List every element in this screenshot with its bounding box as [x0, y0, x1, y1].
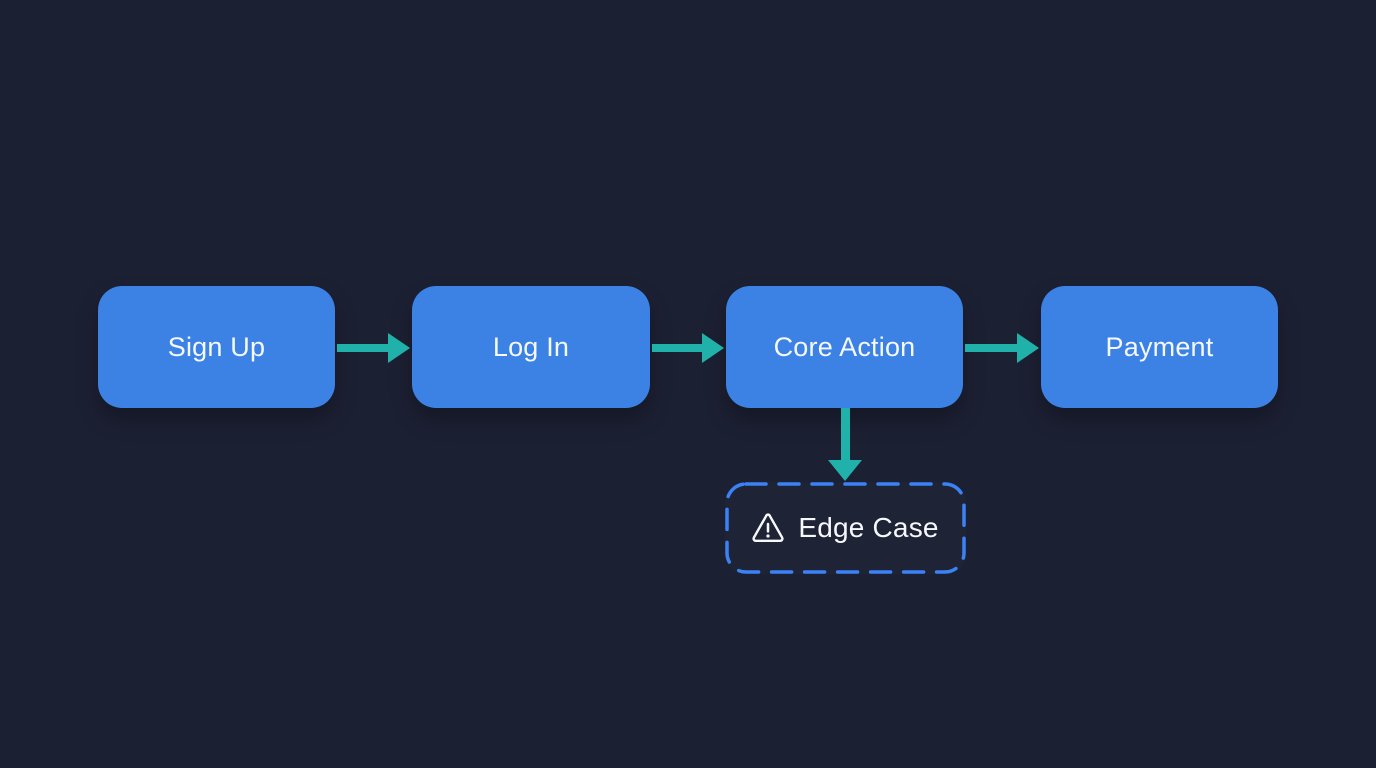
- arrow-shaft: [840, 408, 850, 460]
- arrow-head-icon: [388, 333, 410, 363]
- node-sign-up-label: Sign Up: [167, 331, 266, 362]
- node-payment-label: Payment: [1105, 331, 1214, 362]
- arrow-head-icon: [828, 460, 862, 481]
- arrow-signup-to-login: [337, 333, 410, 363]
- arrow-core-action-to-edge-case: [828, 408, 862, 481]
- arrow-login-to-core-action: [652, 333, 724, 363]
- node-log-in: Log In: [412, 286, 650, 408]
- node-edge-case: Edge Case: [725, 482, 966, 574]
- arrow-shaft: [337, 344, 388, 352]
- node-core-action: Core Action: [726, 286, 963, 408]
- node-core-action-label: Core Action: [773, 331, 916, 362]
- arrow-head-icon: [1017, 333, 1039, 363]
- node-log-in-label: Log In: [492, 331, 570, 362]
- node-sign-up: Sign Up: [98, 286, 335, 408]
- node-edge-case-label: Edge Case: [798, 512, 939, 543]
- arrow-core-action-to-payment: [965, 333, 1039, 363]
- arrow-shaft: [965, 344, 1017, 352]
- arrow-head-icon: [702, 333, 724, 363]
- warning-triangle-icon: [752, 513, 784, 543]
- arrow-shaft: [652, 344, 702, 352]
- node-payment: Payment: [1041, 286, 1278, 408]
